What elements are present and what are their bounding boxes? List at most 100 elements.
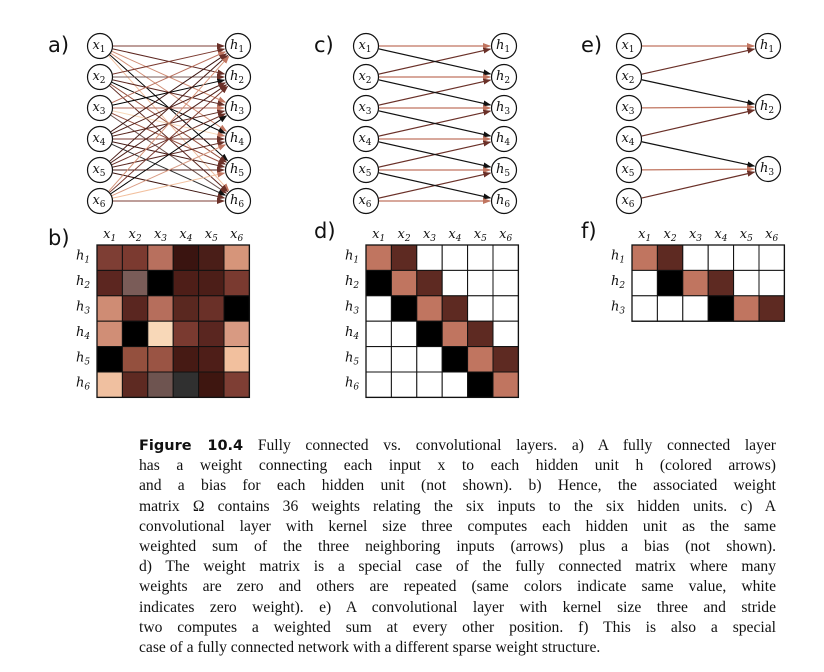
caption-line: and a bias for each hidden unit (not sho… xyxy=(139,477,776,495)
node-label: h4 xyxy=(496,131,510,148)
connection-arrow xyxy=(378,141,492,169)
connection-arrow xyxy=(108,55,230,192)
matrix-cell xyxy=(467,371,494,398)
node-label: x1 xyxy=(358,38,371,55)
matrix-cell xyxy=(758,269,785,297)
matrix-cell xyxy=(121,371,149,398)
node-h2: h2 xyxy=(754,93,782,121)
matrix-cell xyxy=(467,295,494,322)
node-h6: h6 xyxy=(224,187,252,215)
matrix-cell xyxy=(147,320,174,348)
column-label: x6 xyxy=(499,227,512,244)
connection-arrow xyxy=(641,141,756,168)
connection-arrow xyxy=(112,171,226,199)
matrix-cell xyxy=(121,269,149,297)
connection-arrow xyxy=(378,172,492,200)
node-x1: x1 xyxy=(352,32,380,60)
column-label: x1 xyxy=(372,227,385,244)
row-label: h3 xyxy=(611,300,625,317)
matrix-cell xyxy=(172,320,200,348)
node-label: h3 xyxy=(760,161,774,178)
matrix-border xyxy=(96,244,251,399)
connection-arrow xyxy=(378,79,492,107)
node-label: h2 xyxy=(760,99,774,116)
caption-line: convolutional layer with kernel size thr… xyxy=(139,517,776,535)
matrix-cell xyxy=(492,346,519,373)
connection-arrow xyxy=(641,108,756,137)
matrix-cell xyxy=(390,346,418,373)
matrix-cell xyxy=(492,320,519,348)
node-label: x6 xyxy=(621,193,634,210)
matrix-cell xyxy=(223,244,250,271)
node-h2: h2 xyxy=(224,63,252,91)
matrix-cell xyxy=(441,320,469,348)
matrix-cell xyxy=(656,269,684,297)
node-label: x2 xyxy=(92,69,105,86)
node-h6: h6 xyxy=(490,187,518,215)
column-label: x4 xyxy=(448,227,461,244)
connection-arrow xyxy=(109,54,229,162)
matrix-cell xyxy=(656,244,684,271)
matrix-cell xyxy=(172,269,200,297)
matrix-cell xyxy=(121,244,149,271)
node-h3: h3 xyxy=(224,94,252,122)
panel-label-f: f) xyxy=(581,219,597,243)
matrix-cell xyxy=(467,346,494,373)
matrix-cell xyxy=(365,244,392,271)
row-label: h3 xyxy=(76,300,90,317)
node-x2: x2 xyxy=(352,63,380,91)
row-label: h2 xyxy=(345,274,359,291)
column-label: x4 xyxy=(179,227,192,244)
matrix-cell xyxy=(707,244,735,271)
matrix-cell xyxy=(96,269,123,297)
node-x5: x5 xyxy=(352,156,380,184)
connection-arrow xyxy=(641,104,756,111)
node-h3: h3 xyxy=(754,155,782,183)
node-h2: h2 xyxy=(490,63,518,91)
matrix-cell xyxy=(682,269,709,297)
matrix-cell xyxy=(198,346,225,373)
matrix-cell xyxy=(223,295,250,322)
node-x1: x1 xyxy=(615,32,643,60)
panel-label-d: d) xyxy=(314,219,336,243)
matrix-cell xyxy=(96,346,123,373)
matrix-cell xyxy=(365,320,392,348)
panel-label-c: c) xyxy=(314,33,334,57)
matrix-cell xyxy=(172,295,200,322)
matrix-cell xyxy=(707,269,735,297)
matrix-cell xyxy=(172,244,200,271)
matrix-cell xyxy=(441,346,469,373)
node-label: x3 xyxy=(358,100,371,117)
caption-line: two computes a weighted sum at every oth… xyxy=(139,618,776,636)
node-label: x4 xyxy=(621,131,634,148)
node-label: x6 xyxy=(92,193,105,210)
matrix-cell xyxy=(147,244,174,271)
row-label: h5 xyxy=(76,350,90,367)
caption-line: has a weight connecting each input x to … xyxy=(139,457,776,475)
matrix-cell xyxy=(198,371,225,398)
matrix-cell xyxy=(492,244,519,271)
figure-caption: Figure 10.4 Fully connected vs. convolut… xyxy=(139,436,776,658)
matrix-cell xyxy=(223,269,250,297)
matrix-cell xyxy=(223,346,250,373)
connection-arrow xyxy=(641,166,756,173)
node-label: h4 xyxy=(230,131,244,148)
matrix-cell xyxy=(172,346,200,373)
node-label: h5 xyxy=(230,162,244,179)
column-label: x2 xyxy=(398,227,411,244)
matrix-cell xyxy=(733,269,760,297)
node-h1: h1 xyxy=(224,32,252,60)
caption-line: case of a fully connected network with a… xyxy=(139,639,601,657)
panel-label-a: a) xyxy=(48,33,69,57)
matrix-cell xyxy=(416,346,443,373)
node-label: x3 xyxy=(92,100,105,117)
matrix-cell xyxy=(441,295,469,322)
row-label: h6 xyxy=(76,376,90,393)
node-x4: x4 xyxy=(615,125,643,153)
node-x4: x4 xyxy=(352,125,380,153)
matrix-cell xyxy=(390,320,418,348)
column-label: x1 xyxy=(638,227,651,244)
matrix-cell xyxy=(96,295,123,322)
